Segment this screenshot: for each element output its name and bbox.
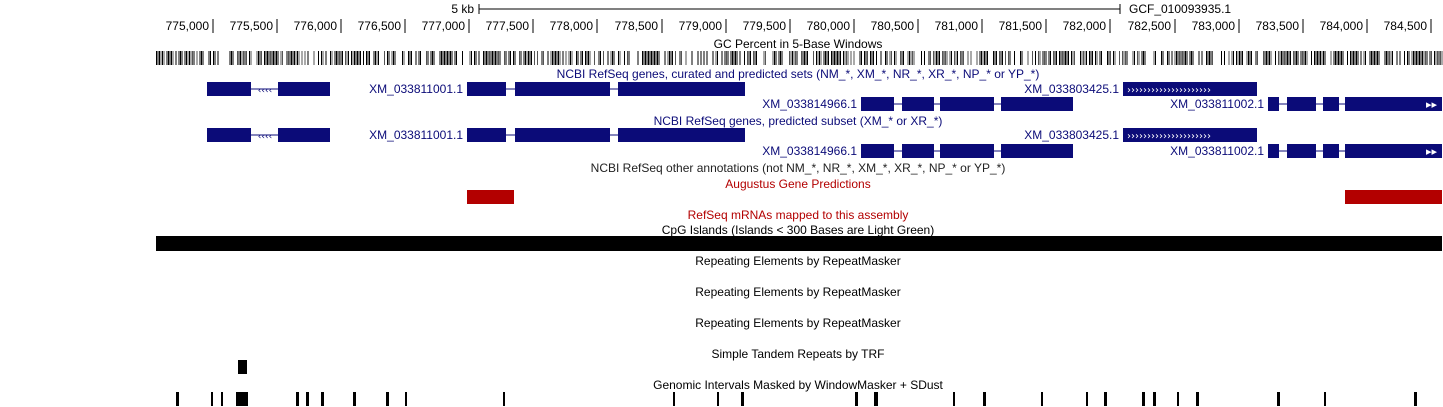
gene-model[interactable]: ‹‹‹‹ <box>207 128 330 142</box>
masked-interval[interactable] <box>1153 392 1156 406</box>
track-label-augustus[interactable]: Augustus Gene Predictions <box>725 177 870 191</box>
track-label-windowmasker[interactable]: Genomic Intervals Masked by WindowMasker… <box>653 378 943 392</box>
masked-interval[interactable] <box>1177 392 1179 406</box>
ruler-tick-label: 784,000 <box>1320 19 1364 33</box>
ruler-tick-label: 779,500 <box>743 19 787 33</box>
masked-interval[interactable] <box>717 392 719 406</box>
track-label-refseq-mrna[interactable]: RefSeq mRNAs mapped to this assembly <box>688 208 909 222</box>
masked-interval[interactable] <box>221 392 223 406</box>
track-label-repeatmasker[interactable]: Repeating Elements by RepeatMasker <box>695 285 900 299</box>
gene-label[interactable]: XM_033814966.1 <box>762 97 857 111</box>
masked-interval[interactable] <box>1324 392 1326 406</box>
windowmasker-track[interactable] <box>176 392 1417 406</box>
masked-interval[interactable] <box>1142 392 1145 406</box>
masked-interval[interactable] <box>321 392 324 406</box>
masked-interval[interactable] <box>874 392 878 406</box>
gene-model[interactable] <box>861 144 1073 158</box>
augustus-prediction[interactable] <box>467 190 514 204</box>
track-label-repeatmasker[interactable]: Repeating Elements by RepeatMasker <box>695 254 900 268</box>
tandem-repeat-feature[interactable] <box>238 360 247 374</box>
augustus-track[interactable] <box>467 190 1442 204</box>
augustus-prediction[interactable] <box>1345 190 1442 204</box>
masked-interval[interactable] <box>1277 392 1280 406</box>
gene-model[interactable]: ▸▸ <box>1268 97 1442 111</box>
ruler-tick-label: 781,000 <box>935 19 979 33</box>
masked-interval[interactable] <box>855 392 858 406</box>
gene-label[interactable]: XM_033803425.1 <box>1024 82 1119 96</box>
masked-interval[interactable] <box>176 392 179 406</box>
svg-text:›››››››››››››››››››››: ››››››››››››››››››››› <box>1127 85 1211 96</box>
svg-text:‹‹‹‹: ‹‹‹‹ <box>258 132 272 142</box>
masked-interval[interactable] <box>1086 392 1088 406</box>
ruler-tick-label: 775,500 <box>230 19 274 33</box>
ruler-tick-label: 778,000 <box>550 19 594 33</box>
masked-interval[interactable] <box>306 392 309 406</box>
gene-label[interactable]: XM_033811002.1 <box>1170 144 1264 158</box>
gene-model[interactable] <box>861 97 1073 111</box>
ruler-tick-label: 775,000 <box>166 19 210 33</box>
svg-text:▸▸: ▸▸ <box>1426 98 1438 111</box>
gene-model[interactable] <box>467 82 745 96</box>
assembly-label: GCF_010093935.1 <box>1129 2 1231 16</box>
svg-text:›››››››››››››››››››››: ››››››››››››››››››››› <box>1127 131 1211 142</box>
gene-model[interactable]: ▸▸ <box>1268 144 1442 158</box>
cpg-island-feature[interactable] <box>156 236 1442 251</box>
masked-interval[interactable] <box>1414 392 1417 406</box>
ruler-tick-label: 783,000 <box>1192 19 1236 33</box>
gc-percent-track[interactable] <box>156 51 1443 65</box>
masked-interval[interactable] <box>1104 392 1107 406</box>
ruler-tick-label: 777,500 <box>486 19 530 33</box>
ruler-tick-label: 783,500 <box>1256 19 1300 33</box>
masked-interval[interactable] <box>953 392 955 406</box>
ruler-tick-label: 784,500 <box>1384 19 1428 33</box>
masked-interval[interactable] <box>673 392 675 406</box>
masked-interval[interactable] <box>236 392 248 406</box>
masked-interval[interactable] <box>1041 392 1043 406</box>
gene-label[interactable]: XM_033803425.1 <box>1024 128 1119 142</box>
ruler-tick-label: 777,000 <box>422 19 466 33</box>
base-position-ruler[interactable]: 775,000 775,500 776,000 776,500 777,000 … <box>166 19 1432 33</box>
gene-model[interactable]: ››››››››››››››››››››› <box>1123 82 1257 96</box>
gene-label[interactable]: XM_033814966.1 <box>762 144 857 158</box>
svg-text:‹‹‹‹: ‹‹‹‹ <box>258 86 272 96</box>
masked-interval[interactable] <box>741 392 744 406</box>
track-label-refseq-all[interactable]: NCBI RefSeq genes, curated and predicted… <box>557 67 1040 81</box>
track-label-cpg-islands[interactable]: CpG Islands (Islands < 300 Bases are Lig… <box>662 223 934 237</box>
refseq-all-track[interactable]: ‹‹‹‹ XM_033811001.1 XM_033803425.1 ›››››… <box>207 82 1442 111</box>
ruler-tick-label: 782,500 <box>1128 19 1172 33</box>
masked-interval[interactable] <box>503 392 505 406</box>
ruler-tick-label: 781,500 <box>999 19 1043 33</box>
masked-interval[interactable] <box>983 392 986 406</box>
track-label-refseq-other[interactable]: NCBI RefSeq other annotations (not NM_*,… <box>591 161 1006 175</box>
svg-text:▸▸: ▸▸ <box>1426 145 1438 158</box>
masked-interval[interactable] <box>386 392 389 406</box>
ruler-tick-label: 779,000 <box>679 19 723 33</box>
gene-label[interactable]: XM_033811001.1 <box>369 128 463 142</box>
gene-label[interactable]: XM_033811002.1 <box>1170 97 1264 111</box>
ruler-tick-label: 776,500 <box>358 19 402 33</box>
gene-model[interactable] <box>467 128 745 142</box>
track-label-trf[interactable]: Simple Tandem Repeats by TRF <box>712 347 885 361</box>
scale-label: 5 kb <box>451 2 474 16</box>
track-label-repeatmasker[interactable]: Repeating Elements by RepeatMasker <box>695 316 900 330</box>
ruler-tick-label: 776,000 <box>294 19 338 33</box>
masked-interval[interactable] <box>1196 392 1199 406</box>
ruler-tick-label: 780,000 <box>807 19 851 33</box>
masked-interval[interactable] <box>296 392 299 406</box>
scale-bar: 5 kb GCF_010093935.1 <box>451 2 1231 16</box>
gene-model[interactable]: ››››››››››››››››››››› <box>1123 128 1257 142</box>
ruler-tick-label: 778,500 <box>615 19 659 33</box>
masked-interval[interactable] <box>405 392 407 406</box>
masked-interval[interactable] <box>353 392 356 406</box>
gene-model[interactable]: ‹‹‹‹ <box>207 82 330 96</box>
ruler-tick-label: 780,500 <box>871 19 915 33</box>
gene-label[interactable]: XM_033811001.1 <box>369 82 463 96</box>
ruler-tick-label: 782,000 <box>1063 19 1107 33</box>
refseq-predicted-track[interactable]: ‹‹‹‹ XM_033811001.1 XM_033803425.1 ›››››… <box>207 128 1442 158</box>
masked-interval[interactable] <box>211 392 213 406</box>
track-label-refseq-predicted[interactable]: NCBI RefSeq genes, predicted subset (XM_… <box>654 114 943 128</box>
track-label-gc-percent[interactable]: GC Percent in 5-Base Windows <box>714 37 883 51</box>
